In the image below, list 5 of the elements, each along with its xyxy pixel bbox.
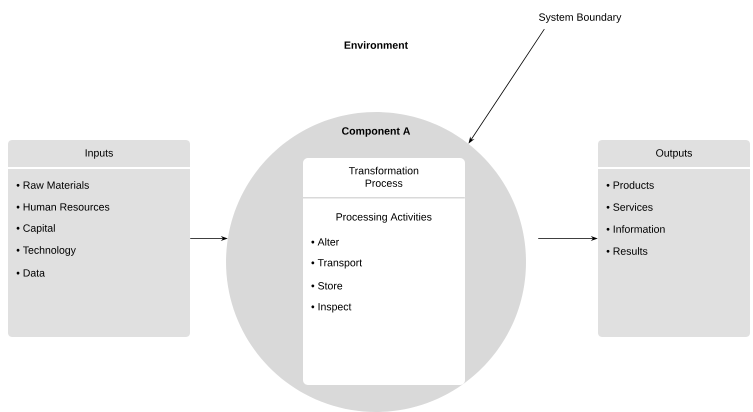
environment-label: Environment [344, 41, 408, 49]
list-box: Inputs • Raw Materials • Human Resources • Capital • Technology • Data [8, 140, 190, 337]
list-box: Outputs • Products • Services • Information • Results [598, 140, 750, 337]
process-box: Transformation Process Processing Activities • Alter • Transport • Store • Inspect [302, 158, 465, 385]
boundary-label: System Boundary [539, 13, 622, 23]
